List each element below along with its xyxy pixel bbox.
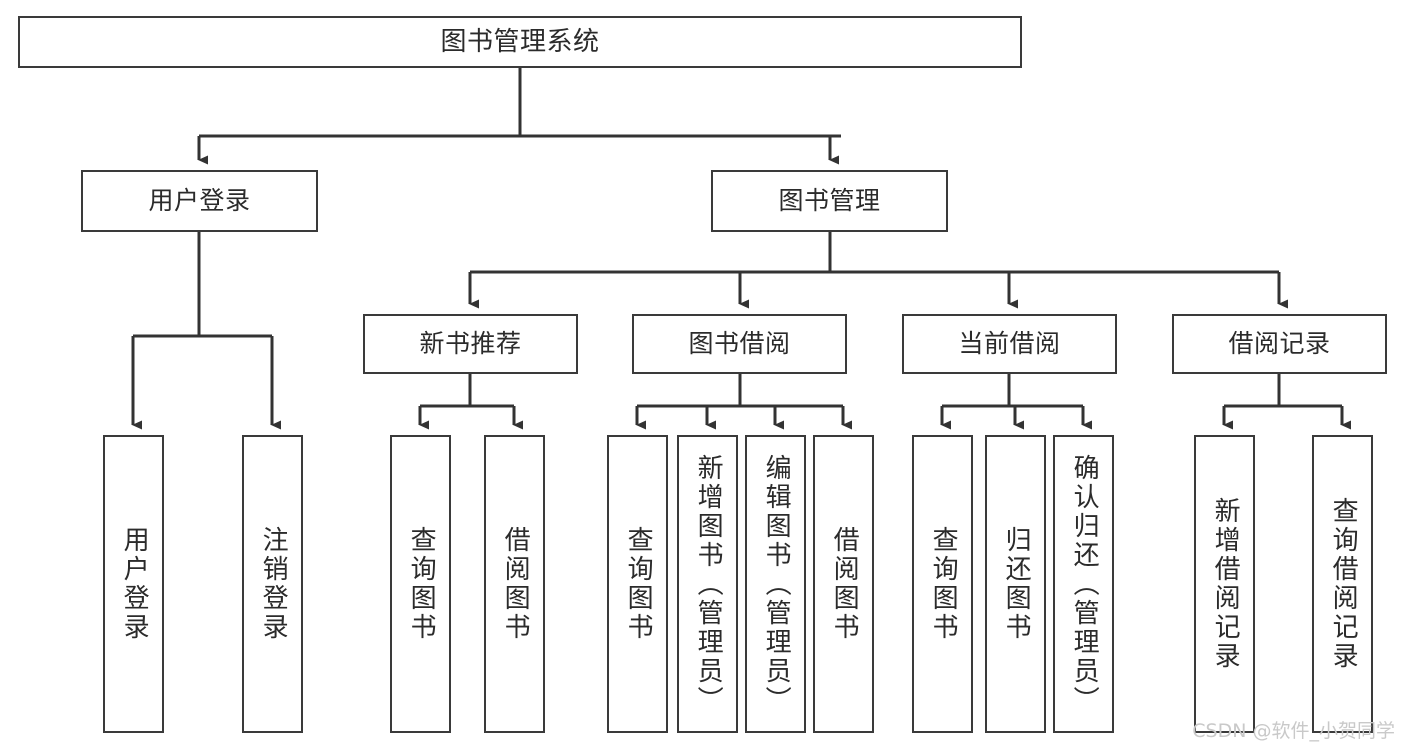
node-leaf-add-book[interactable]: 新增图书（管理员）: [677, 435, 738, 733]
node-leaf-edit-book[interactable]: 编辑图书（管理员）: [745, 435, 806, 733]
node-leaf-edit-book-label: 编辑图书（管理员）: [761, 453, 792, 715]
node-book-manage[interactable]: 图书管理: [711, 170, 948, 232]
node-leaf-confirm-return[interactable]: 确认归还（管理员）: [1053, 435, 1114, 733]
node-leaf-return-book[interactable]: 归还图书: [985, 435, 1046, 733]
node-leaf-user-login-label: 用户登录: [119, 526, 150, 642]
node-new-book-rec-label: 新书推荐: [419, 329, 522, 359]
node-leaf-borrow-book-2-label: 借阅图书: [829, 526, 860, 642]
node-borrow-record-label: 借阅记录: [1228, 329, 1331, 359]
node-leaf-confirm-return-label: 确认归还（管理员）: [1069, 453, 1100, 715]
node-leaf-query-book-2[interactable]: 查询图书: [607, 435, 668, 733]
node-book-borrow-label: 图书借阅: [688, 329, 791, 359]
watermark: CSDN @软件_小贺同学: [1192, 720, 1395, 742]
node-root-label: 图书管理系统: [440, 26, 600, 57]
node-leaf-logout[interactable]: 注销登录: [242, 435, 303, 733]
node-user-login[interactable]: 用户登录: [81, 170, 318, 232]
node-leaf-return-book-label: 归还图书: [1001, 526, 1032, 642]
node-user-login-label: 用户登录: [148, 186, 251, 216]
node-leaf-borrow-book-1[interactable]: 借阅图书: [484, 435, 545, 733]
node-new-book-rec[interactable]: 新书推荐: [363, 314, 578, 374]
node-current-borrow[interactable]: 当前借阅: [902, 314, 1117, 374]
node-leaf-logout-label: 注销登录: [258, 526, 289, 642]
node-borrow-record[interactable]: 借阅记录: [1172, 314, 1387, 374]
node-leaf-query-book-2-label: 查询图书: [623, 526, 654, 642]
node-current-borrow-label: 当前借阅: [958, 329, 1061, 359]
node-leaf-user-login[interactable]: 用户登录: [103, 435, 164, 733]
node-leaf-add-record-label: 新增借阅记录: [1210, 497, 1241, 671]
node-leaf-query-book-1[interactable]: 查询图书: [390, 435, 451, 733]
node-leaf-query-book-3-label: 查询图书: [928, 526, 959, 642]
node-leaf-borrow-book-1-label: 借阅图书: [500, 526, 531, 642]
node-leaf-query-book-3[interactable]: 查询图书: [912, 435, 973, 733]
node-book-borrow[interactable]: 图书借阅: [632, 314, 847, 374]
node-leaf-query-record[interactable]: 查询借阅记录: [1312, 435, 1373, 733]
node-leaf-add-book-label: 新增图书（管理员）: [693, 453, 724, 715]
node-root[interactable]: 图书管理系统: [18, 16, 1022, 68]
node-book-manage-label: 图书管理: [778, 186, 881, 216]
node-leaf-borrow-book-2[interactable]: 借阅图书: [813, 435, 874, 733]
node-leaf-query-book-1-label: 查询图书: [406, 526, 437, 642]
node-leaf-add-record[interactable]: 新增借阅记录: [1194, 435, 1255, 733]
node-leaf-query-record-label: 查询借阅记录: [1328, 497, 1359, 671]
